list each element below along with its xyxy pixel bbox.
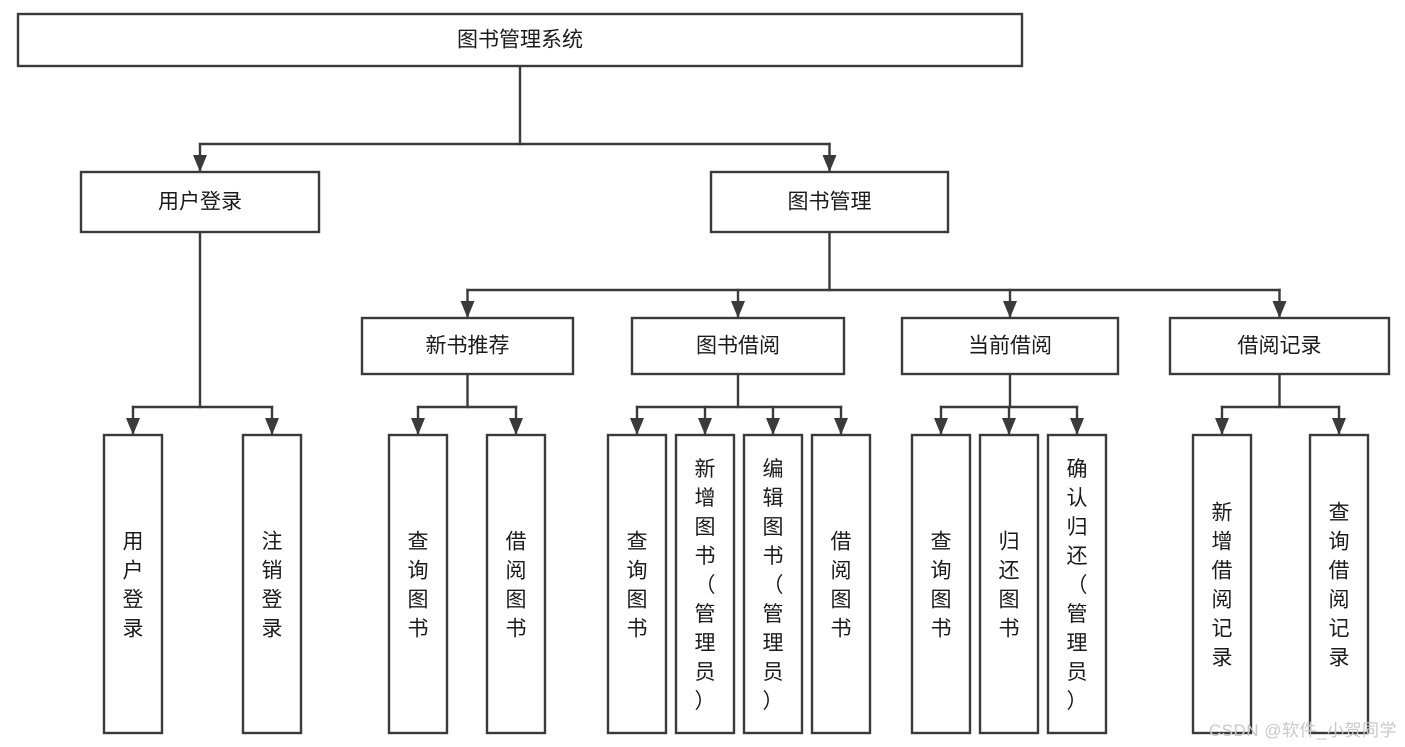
node-box (387, 433, 449, 735)
edge-group-root (193, 64, 837, 173)
node-label: 图书管理系统 (457, 29, 583, 52)
node-user-login[interactable]: 用户登录 (79, 170, 321, 234)
arrow-head-icon (265, 418, 279, 435)
node-label: 图书管理 (788, 191, 872, 214)
node-label: 查询图书 (408, 531, 429, 641)
node-box (709, 170, 950, 234)
connector-edges-layer (126, 64, 1346, 436)
node-label: 编辑图书（管理员） (763, 458, 784, 713)
node-label: 图书借阅 (696, 335, 780, 358)
edge-group-user-login (126, 230, 279, 436)
node-box (900, 316, 1120, 376)
node-box (1168, 316, 1391, 376)
node-box (810, 433, 872, 735)
edge-group-current-borrow (934, 372, 1084, 436)
node-box (910, 433, 972, 735)
node-leaf-user-login[interactable]: 用户登录 (102, 433, 164, 735)
arrow-head-icon (1272, 301, 1287, 318)
arrow-head-icon (411, 418, 425, 435)
arrow-head-icon (1215, 418, 1229, 435)
node-box (485, 433, 547, 735)
node-box (16, 12, 1024, 68)
node-box (978, 433, 1040, 735)
node-box (360, 316, 575, 376)
node-label: 查询借阅记录 (1329, 502, 1350, 670)
node-box (742, 433, 804, 735)
node-leaf-query-book-1[interactable]: 查询图书 (387, 433, 449, 735)
node-leaf-add-borrow-record[interactable]: 新增借阅记录 (1191, 433, 1253, 735)
arrow-head-icon (1003, 301, 1017, 318)
node-box (1191, 433, 1253, 735)
arrow-head-icon (834, 418, 848, 435)
node-leaf-query-book-3[interactable]: 查询图书 (910, 433, 972, 735)
node-box (606, 433, 668, 735)
arrow-head-icon (126, 418, 140, 435)
arrow-head-icon (934, 418, 948, 435)
arrow-head-icon (460, 301, 475, 318)
node-label: 注销登录 (262, 531, 283, 641)
node-label: 查询图书 (931, 531, 952, 641)
node-label: 借阅记录 (1238, 335, 1322, 358)
edge-group-borrow-record (1215, 372, 1346, 436)
node-root[interactable]: 图书管理系统 (16, 12, 1024, 68)
node-leaf-borrow-book-1[interactable]: 借阅图书 (485, 433, 547, 735)
node-new-book-recommend[interactable]: 新书推荐 (360, 316, 575, 376)
node-label: 新增图书（管理员） (695, 458, 716, 713)
node-box (1308, 433, 1370, 735)
node-label: 新书推荐 (426, 335, 510, 358)
node-leaf-borrow-book-2[interactable]: 借阅图书 (810, 433, 872, 735)
node-leaf-query-book-2[interactable]: 查询图书 (606, 433, 668, 735)
node-leaf-add-book-admin[interactable]: 新增图书（管理员） (674, 433, 736, 735)
arrow-head-icon (1332, 418, 1346, 435)
arrow-head-icon (630, 418, 644, 435)
edge-group-new-book-recommend (411, 372, 523, 436)
node-borrow-record[interactable]: 借阅记录 (1168, 316, 1391, 376)
node-box (1046, 433, 1108, 735)
arrow-head-icon (509, 418, 523, 435)
edge-group-book-borrow (630, 372, 848, 436)
arrow-head-icon (766, 418, 780, 435)
node-box (630, 316, 846, 376)
arrow-head-icon (1070, 418, 1084, 435)
arrow-head-icon (698, 418, 712, 435)
node-leaf-query-borrow-record[interactable]: 查询借阅记录 (1308, 433, 1370, 735)
node-label: 确认归还（管理员） (1067, 458, 1088, 713)
node-label: 用户登录 (123, 531, 144, 641)
arrow-head-icon (1002, 418, 1016, 435)
node-label: 借阅图书 (506, 531, 527, 641)
edge-group-book-manage (460, 230, 1287, 319)
node-current-borrow[interactable]: 当前借阅 (900, 316, 1120, 376)
node-label: 新增借阅记录 (1212, 502, 1233, 670)
node-leaf-return-book[interactable]: 归还图书 (978, 433, 1040, 735)
node-leaf-logout-login[interactable]: 注销登录 (241, 433, 303, 735)
node-box (79, 170, 321, 234)
node-box (674, 433, 736, 735)
node-label: 用户登录 (158, 191, 242, 214)
node-leaf-edit-book-admin[interactable]: 编辑图书（管理员） (742, 433, 804, 735)
node-label: 归还图书 (999, 531, 1020, 641)
node-label: 当前借阅 (968, 335, 1052, 358)
arrow-head-icon (822, 155, 837, 172)
node-box (102, 433, 164, 735)
node-box (241, 433, 303, 735)
node-label: 借阅图书 (831, 531, 852, 641)
arrow-head-icon (731, 301, 745, 318)
node-label: 查询图书 (627, 531, 648, 641)
arrow-head-icon (193, 155, 207, 172)
node-leaf-confirm-return-admin[interactable]: 确认归还（管理员） (1046, 433, 1108, 735)
node-book-borrow[interactable]: 图书借阅 (630, 316, 846, 376)
nodes-layer: 图书管理系统用户登录图书管理新书推荐图书借阅当前借阅借阅记录用户登录注销登录查询… (16, 12, 1391, 735)
node-book-manage[interactable]: 图书管理 (709, 170, 950, 234)
